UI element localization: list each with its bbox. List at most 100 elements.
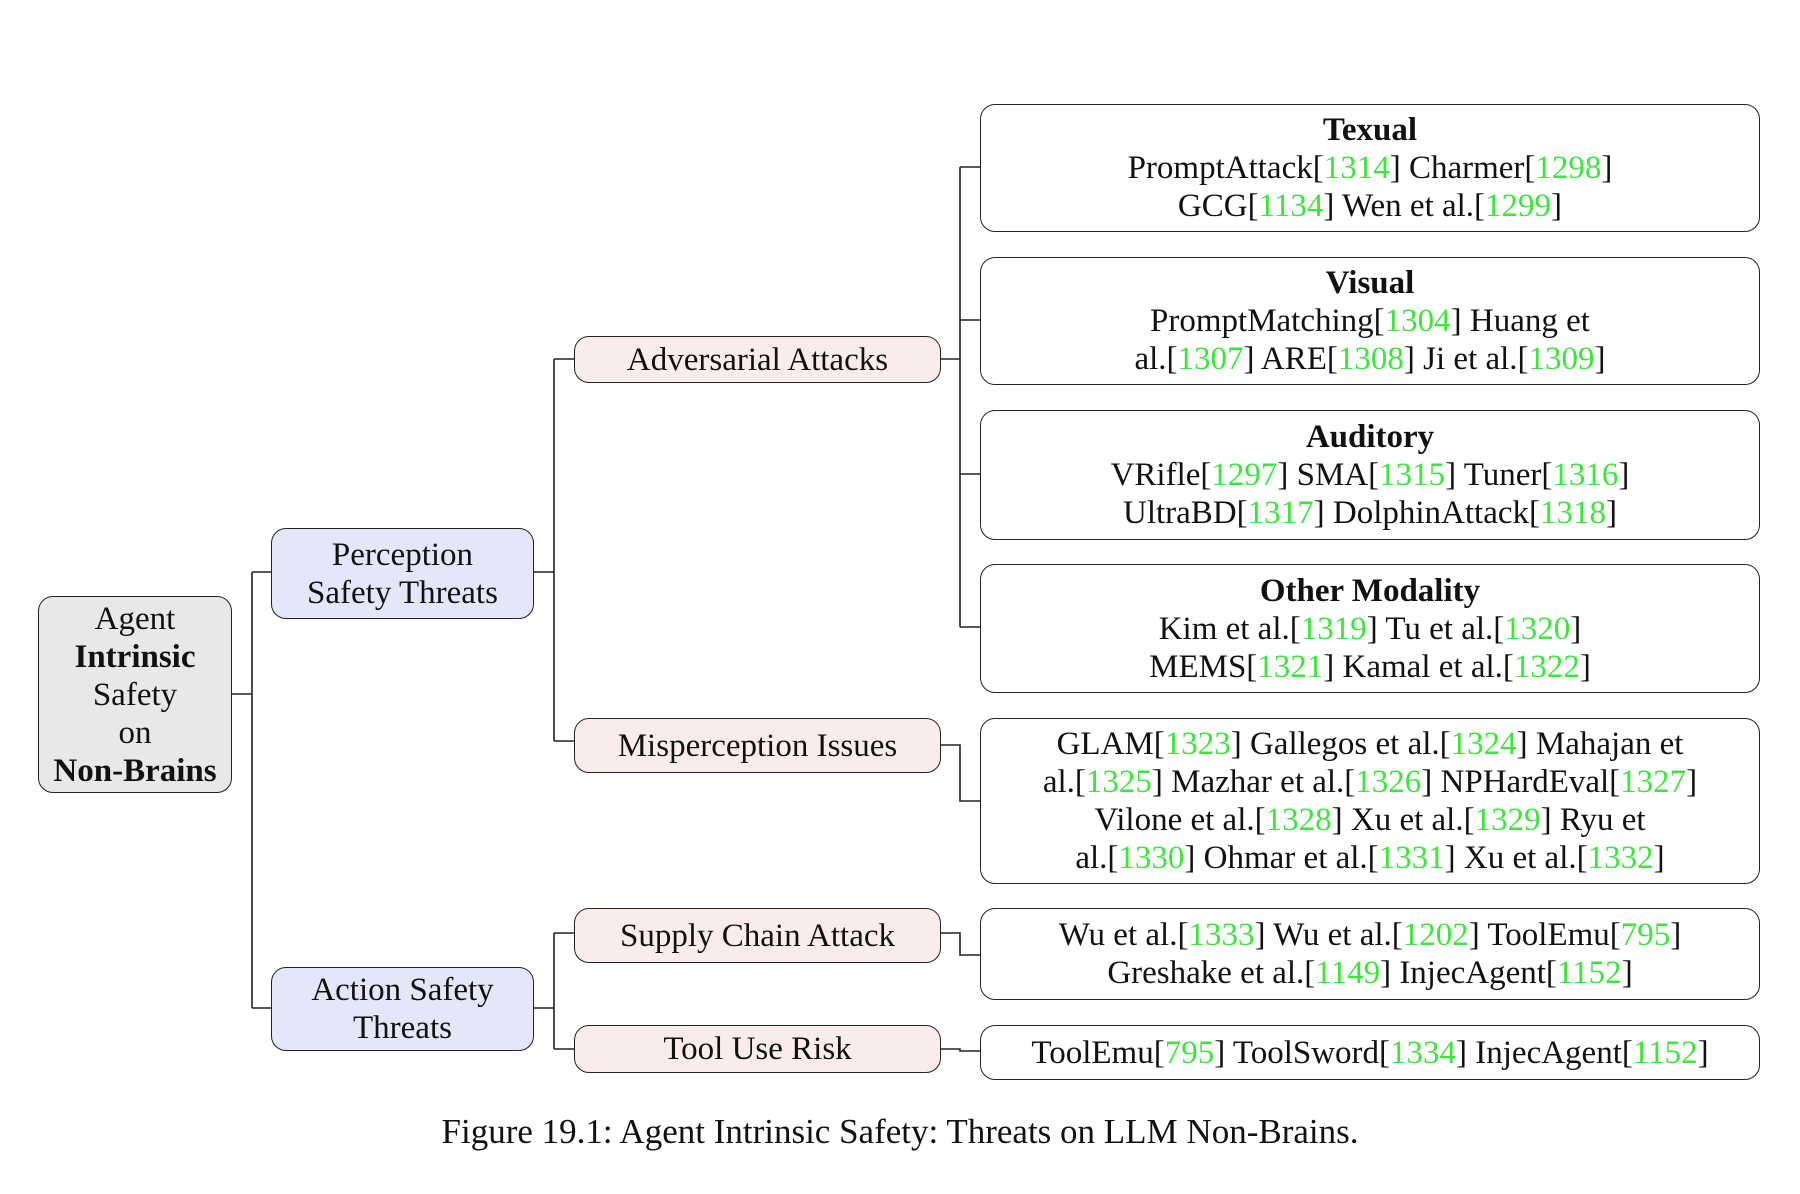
reference-text: ] Tuner[ xyxy=(1445,457,1553,493)
leaf-content: Wu et al.[1333] Wu et al.[1202] ToolEmu[… xyxy=(1059,916,1682,992)
reference-text: ] xyxy=(1618,457,1630,493)
reference-text: ] xyxy=(1594,341,1606,377)
citation-link[interactable]: 1298 xyxy=(1535,150,1602,186)
citation-link[interactable]: 1327 xyxy=(1620,764,1687,800)
citation-link[interactable]: 1149 xyxy=(1315,955,1381,991)
citation-link[interactable]: 1326 xyxy=(1355,764,1422,800)
reference-text: ] NPHardEval[ xyxy=(1421,764,1621,800)
reference-text: ] xyxy=(1579,648,1591,685)
leaf-line: al.[1307] ARE[1308] Ji et al.[1309] xyxy=(1134,340,1605,378)
leaf-tool-use-refs: ToolEmu[795] ToolSword[1334] InjecAgent[… xyxy=(980,1025,1760,1080)
citation-link[interactable]: 1332 xyxy=(1587,840,1654,876)
leaf-supply-chain-refs: Wu et al.[1333] Wu et al.[1202] ToolEmu[… xyxy=(980,908,1760,1000)
reference-text: ] Ryu et xyxy=(1540,802,1646,838)
citation-link[interactable]: 1134 xyxy=(1258,188,1324,224)
reference-text: GCG[ xyxy=(1177,188,1259,224)
leaf-line: Wu et al.[1333] Wu et al.[1202] ToolEmu[… xyxy=(1059,916,1682,954)
connector-perception xyxy=(534,358,574,742)
citation-link[interactable]: 1316 xyxy=(1552,457,1619,493)
reference-text: ] Xu et al.[ xyxy=(1331,802,1475,838)
reference-text: VRifle[ xyxy=(1110,457,1212,493)
leaf-line: MEMS[1321] Kamal et al.[1322] xyxy=(1149,648,1591,686)
connector-supply xyxy=(941,932,980,956)
leaf-line: GCG[1134] Wen et al.[1299] xyxy=(1128,187,1613,225)
reference-text: PromptAttack[ xyxy=(1127,150,1324,186)
root-label-line: on xyxy=(118,714,152,751)
reference-text: ] Charmer[ xyxy=(1389,150,1536,186)
citation-link[interactable]: 1304 xyxy=(1384,303,1451,339)
reference-text: Vilone et al.[ xyxy=(1094,802,1266,838)
connector-adversarial xyxy=(941,166,980,628)
reference-text: ] xyxy=(1605,495,1617,531)
citation-link[interactable]: 1315 xyxy=(1379,457,1446,493)
citation-link[interactable]: 1299 xyxy=(1485,188,1552,224)
citation-link[interactable]: 1322 xyxy=(1513,648,1580,685)
citation-link[interactable]: 1152 xyxy=(1556,955,1622,991)
reference-text: ] xyxy=(1653,840,1665,876)
citation-link[interactable]: 1325 xyxy=(1085,764,1152,800)
leaf-heading: Visual xyxy=(1325,265,1415,301)
node-misperception-issues: Misperception Issues xyxy=(574,718,941,773)
citation-link[interactable]: 1328 xyxy=(1265,802,1332,838)
leaf-line: UltraBD[1317] DolphinAttack[1318] xyxy=(1111,494,1630,532)
reference-text: ] xyxy=(1570,610,1582,647)
citation-link[interactable]: 1331 xyxy=(1378,840,1445,876)
citation-link[interactable]: 1152 xyxy=(1632,1034,1698,1071)
node-label: Action Safety Threats xyxy=(311,972,494,1046)
citation-link[interactable]: 1309 xyxy=(1528,341,1595,377)
leaf-line: VRifle[1297] SMA[1315] Tuner[1316] xyxy=(1111,456,1630,494)
leaf-line: PromptMatching[1304] Huang et xyxy=(1134,302,1605,340)
citation-link[interactable]: 795 xyxy=(1164,1034,1215,1071)
citation-link[interactable]: 1330 xyxy=(1118,840,1185,876)
citation-link[interactable]: 1307 xyxy=(1177,341,1244,377)
leaf-content: GLAM[1323] Gallegos et al.[1324] Mahajan… xyxy=(1043,725,1697,877)
reference-text: ] Tu et al.[ xyxy=(1366,610,1505,647)
citation-link[interactable]: 1334 xyxy=(1390,1034,1457,1071)
reference-text: ] ToolSword[ xyxy=(1214,1034,1391,1071)
leaf-content: ToolEmu[795] ToolSword[1334] InjecAgent[… xyxy=(1031,1034,1708,1072)
citation-link[interactable]: 795 xyxy=(1620,917,1671,953)
leaf-misperception-refs: GLAM[1323] Gallegos et al.[1324] Mahajan… xyxy=(980,718,1760,884)
reference-text: MEMS[ xyxy=(1149,648,1258,685)
citation-link[interactable]: 1319 xyxy=(1300,610,1367,647)
leaf-line: GLAM[1323] Gallegos et al.[1324] Mahajan… xyxy=(1043,725,1697,763)
citation-link[interactable]: 1324 xyxy=(1450,726,1517,762)
leaf-heading: Auditory xyxy=(1305,419,1435,455)
node-action-safety-threats: Action Safety Threats xyxy=(271,967,534,1051)
reference-text: ] SMA[ xyxy=(1277,457,1380,493)
connector-action xyxy=(534,932,574,1050)
reference-text: ] Wen et al.[ xyxy=(1323,188,1486,224)
reference-text: ] xyxy=(1621,955,1633,991)
node-tool-use-risk: Tool Use Risk xyxy=(574,1025,941,1073)
citation-link[interactable]: 1297 xyxy=(1211,457,1278,493)
citation-link[interactable]: 1320 xyxy=(1504,610,1571,647)
citation-link[interactable]: 1308 xyxy=(1337,341,1404,377)
reference-text: ] Kamal et al.[ xyxy=(1323,648,1514,685)
reference-text: al.[ xyxy=(1042,764,1086,800)
citation-link[interactable]: 1333 xyxy=(1188,917,1255,953)
figure-caption: Figure 19.1: Agent Intrinsic Safety: Thr… xyxy=(441,1112,1359,1151)
reference-text: ] Ji et al.[ xyxy=(1403,341,1529,377)
citation-link[interactable]: 1323 xyxy=(1164,726,1231,762)
reference-text: ] ToolEmu[ xyxy=(1468,917,1621,953)
reference-text: PromptMatching[ xyxy=(1150,303,1385,339)
citation-link[interactable]: 1317 xyxy=(1247,495,1314,531)
citation-link[interactable]: 1329 xyxy=(1474,802,1541,838)
citation-link[interactable]: 1318 xyxy=(1539,495,1606,531)
reference-text: ] xyxy=(1686,764,1698,800)
node-supply-chain-attack: Supply Chain Attack xyxy=(574,908,941,963)
citation-link[interactable]: 1321 xyxy=(1257,648,1324,685)
citation-link[interactable]: 1202 xyxy=(1402,917,1469,953)
leaf-heading: Texual xyxy=(1322,112,1418,148)
leaf-line: al.[1330] Ohmar et al.[1331] Xu et al.[1… xyxy=(1043,839,1697,877)
citation-link[interactable]: 1314 xyxy=(1323,150,1390,186)
